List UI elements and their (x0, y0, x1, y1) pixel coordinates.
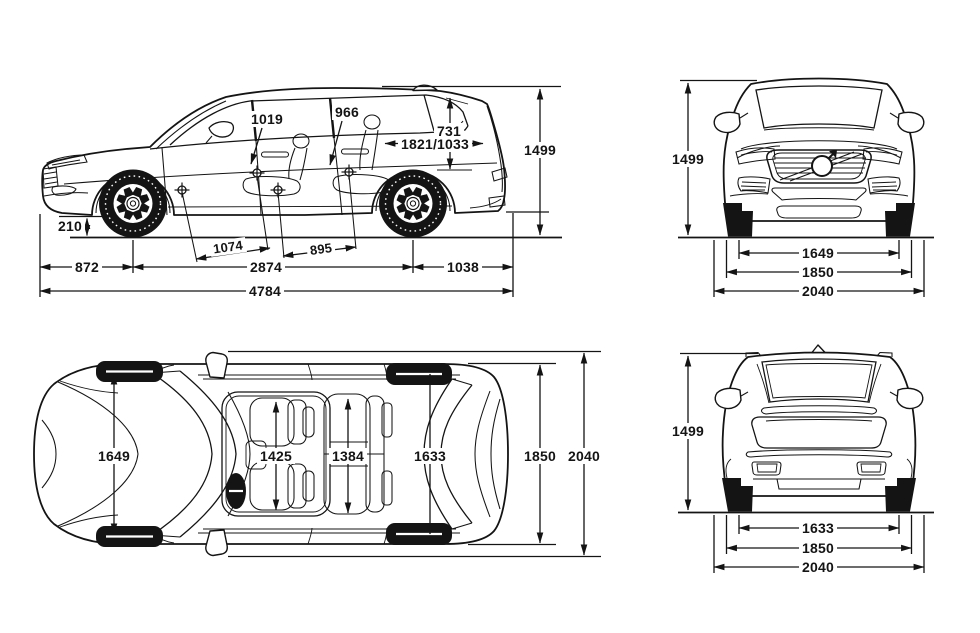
front-seat-profile (242, 133, 310, 197)
front-skid-plate (776, 205, 862, 219)
rear-window (761, 358, 877, 403)
side-car-drawing (41, 84, 508, 238)
dim-rear-interior-width-label: 1384 (329, 448, 367, 464)
front-right-headlight (862, 147, 903, 165)
dim-top-front-track-label: 1649 (95, 448, 133, 464)
front-left-headlight (735, 147, 776, 165)
dim-front-interior-width-label: 1425 (257, 448, 295, 464)
rear-antenna-fin (811, 344, 826, 354)
dim-wheelbase-label: 2874 (247, 259, 285, 275)
fog-light-side (51, 185, 77, 196)
dim-front-body-width-label: 1850 (799, 264, 837, 280)
dim-rear-track-label: 1633 (799, 520, 837, 536)
front-view (678, 77, 934, 297)
dim-load-height-label: 731 (434, 123, 464, 139)
rear-wheel (379, 170, 447, 238)
dim-ground-clearance-label: 210 (55, 218, 85, 234)
dim-front-mirror-width-label: 2040 (799, 283, 837, 299)
front-right-tire (885, 203, 915, 237)
rear-right-mirror (896, 387, 924, 410)
dim-top-body-width-label: 1850 (521, 448, 559, 464)
top-right-mirror (205, 529, 228, 557)
dim-front-track-label: 1649 (799, 245, 837, 261)
rear-door-handle (340, 148, 370, 155)
dim-rear-headroom-label: 966 (332, 104, 362, 120)
front-left-mirror (713, 111, 741, 134)
dim-rear-overhang-label: 1038 (444, 259, 482, 275)
c-pillar (328, 97, 336, 139)
rear-left-tire (722, 478, 753, 512)
rear-left-mirror (714, 387, 742, 410)
front-wheel (99, 170, 167, 238)
dim-front-headroom-label: 1019 (248, 111, 286, 127)
dim-rear-body-width-label: 1850 (799, 540, 837, 556)
rear-car-drawing (714, 344, 924, 512)
side-mirror (208, 121, 235, 138)
volvo-logo-icon (811, 150, 837, 177)
dim-rear-mirror-width-label: 2040 (799, 559, 837, 575)
rear-right-exhaust (856, 461, 887, 476)
side-view (39, 84, 562, 297)
front-car-drawing (713, 77, 925, 237)
dim-top-mirror-width-label: 2040 (565, 448, 603, 464)
front-right-mirror (897, 111, 925, 134)
front-left-tire (723, 203, 753, 237)
front-grille (766, 149, 872, 184)
taillight-side (491, 167, 508, 182)
rear-left-exhaust (751, 461, 782, 476)
front-left-foglight (737, 176, 771, 194)
dim-side-height-label: 1499 (521, 142, 559, 158)
rear-view (678, 344, 934, 573)
d-pillar (423, 94, 435, 132)
top-left-mirror (205, 351, 228, 379)
front-door-handle (260, 151, 290, 158)
front-right-foglight (867, 176, 901, 194)
dim-load-length-label: 1821/1033 (398, 136, 472, 152)
dim-rear-height-label: 1499 (669, 423, 707, 439)
dim-top-rear-track-label: 1633 (411, 448, 449, 464)
dim-front-overhang-label: 872 (72, 259, 102, 275)
tailgate-panel (751, 416, 887, 449)
dim-overall-length-label: 4784 (246, 283, 284, 299)
rear-right-tire (885, 478, 916, 512)
top-rear-bench (323, 393, 393, 515)
front-windshield (755, 85, 883, 129)
dim-front-height-label: 1499 (669, 151, 707, 167)
